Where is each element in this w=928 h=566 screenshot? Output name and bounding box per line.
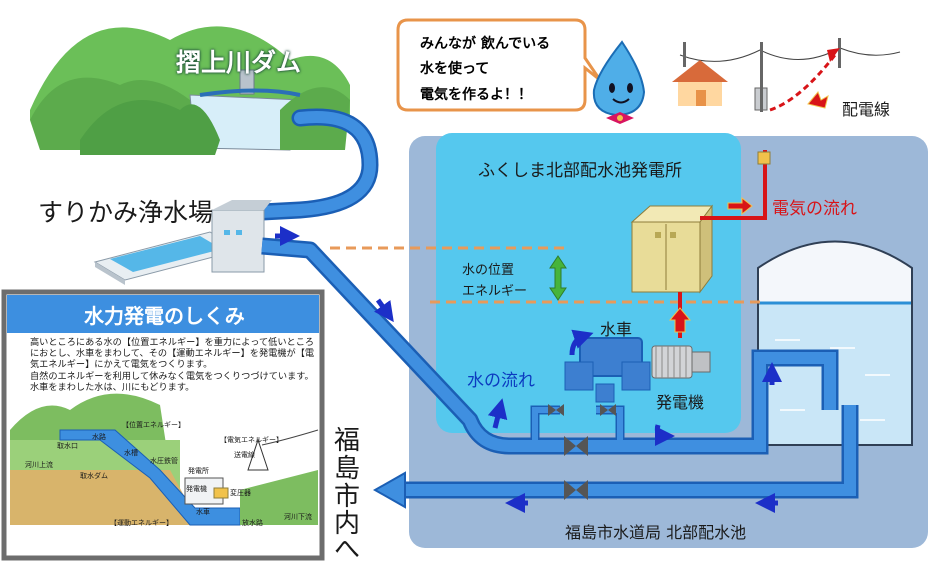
- label-downstream: 河川下流: [284, 513, 312, 521]
- label-waterway: 水路: [92, 433, 106, 441]
- water-tank: [757, 240, 913, 446]
- panel-text-5: 水車をまわした水は、川にもどります。: [30, 382, 195, 393]
- pipe-dam-to-plant: [256, 111, 377, 218]
- control-cabinet: [630, 204, 713, 294]
- bubble-line-2: 水を使って: [420, 61, 490, 77]
- label-generator: 発電機: [186, 485, 207, 493]
- bubble-line-1: みんなが 飲んでいる: [420, 36, 551, 52]
- panel-text-4: 自然のエネルギーを利用して休みなく電気をつくりつづけています。: [30, 371, 314, 382]
- city-char-1: 福: [334, 426, 361, 456]
- treatment-plant: [93, 200, 272, 285]
- dam-landscape: [30, 26, 350, 155]
- panel-text-2: におとし、水車をまわして、その【運動エネルギー】を発電機が【電: [30, 348, 315, 359]
- up-down-arrow-icon: [549, 255, 567, 301]
- water-flow-arrow-icon: [275, 226, 782, 513]
- distribution-line-label: 配電線: [842, 100, 891, 119]
- label-tailrace: 放水路: [242, 519, 263, 527]
- water-wheel-label: 水車: [600, 320, 633, 339]
- power-station-name: ふくしま北部配水池発電所: [478, 161, 682, 181]
- electric-line: [700, 150, 767, 220]
- speech-bubble: [396, 18, 602, 112]
- house-icon: [672, 60, 728, 106]
- label-position-energy: 【位置エネルギー】: [122, 421, 185, 429]
- water-drop-mascot: [592, 40, 646, 124]
- electricity-flow-label: 電気の流れ: [772, 199, 857, 219]
- label-transformer: 変圧器: [230, 489, 251, 497]
- label-turbine: 水車: [196, 508, 210, 516]
- label-power-line: 送電線: [234, 451, 255, 459]
- label-intake-dam: 取水ダム: [80, 472, 108, 480]
- bubble-line-3: 電気を作るよ！！: [420, 87, 532, 103]
- pipe-to-tank: [560, 352, 836, 452]
- label-intake: 取水口: [57, 442, 78, 450]
- label-kinetic-energy: 【運動エネルギー】: [110, 519, 173, 527]
- position-energy-label-2: エネルギー: [462, 284, 528, 299]
- panel-text-3: 気エネルギー】にかえて電気をつくります。: [30, 359, 213, 370]
- reservoir-label: 福島市水道局 北部配水池: [565, 523, 747, 542]
- city-char-3: 市: [334, 482, 361, 512]
- city-char-4: 内: [334, 509, 361, 539]
- pipe-to-city: [400, 405, 856, 496]
- label-power-house: 発電所: [188, 467, 209, 475]
- label-penstock: 水圧鉄管: [150, 457, 178, 465]
- position-energy-label-1: 水の位置: [462, 263, 515, 278]
- electric-arrow-icon: [668, 307, 692, 333]
- water-flow-label: 水の流れ: [467, 371, 535, 391]
- label-tank: 水槽: [124, 449, 138, 457]
- panel-text-1: 高いところにある水の【位置エネルギー】を重力によって低いところ: [30, 337, 315, 348]
- utility-pole-icon: [679, 38, 901, 112]
- city-char-2: 島: [334, 454, 361, 484]
- generator-unit: [651, 345, 711, 379]
- label-upstream: 河川上流: [25, 461, 53, 469]
- main-pipe: [261, 240, 560, 452]
- generator-label: 発電機: [656, 393, 705, 412]
- panel-title: 水力発電のしくみ: [84, 304, 245, 328]
- mechanism-panel: [1, 289, 325, 561]
- treatment-plant-name: すりかみ浄水場: [38, 198, 214, 227]
- dam-name: 摺上川ダム: [176, 48, 302, 77]
- water-wheel: [564, 337, 651, 403]
- label-electric-energy: 【電気エネルギー】: [220, 436, 283, 444]
- city-char-5: へ: [334, 535, 361, 565]
- valve-icon: [548, 404, 616, 500]
